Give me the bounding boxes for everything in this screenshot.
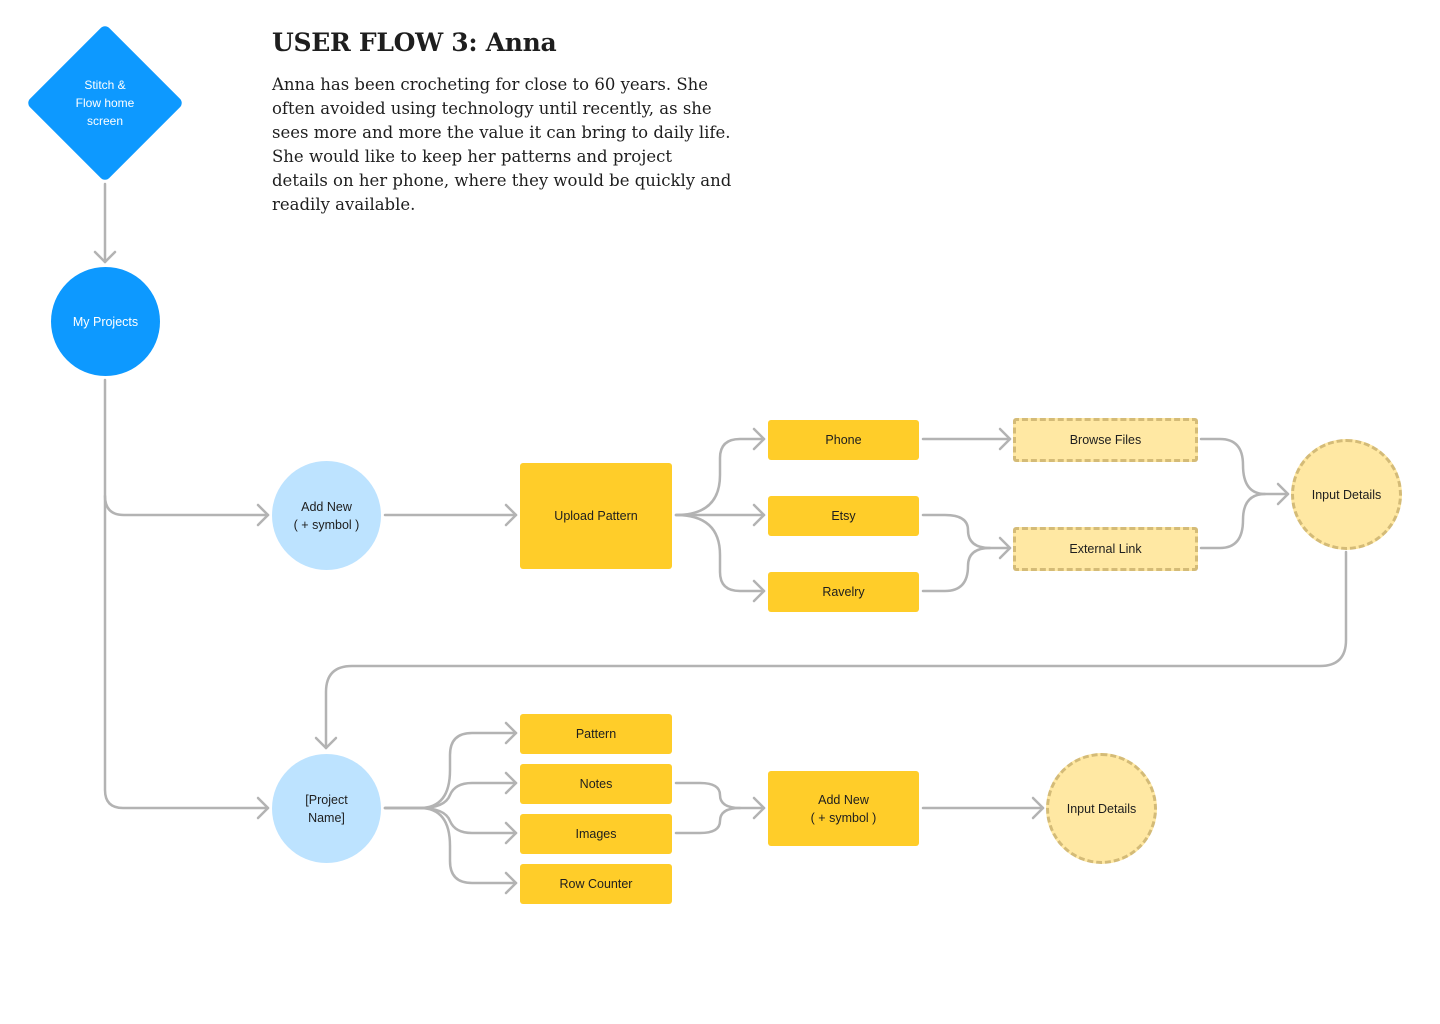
connector-browse-to-input (1199, 437, 1290, 496)
page-title: USER FLOW 3: Anna (272, 28, 557, 57)
page-description: Anna has been crocheting for close to 60… (272, 75, 732, 214)
arrowhead (752, 503, 766, 527)
connector-ravelry-to-external (921, 546, 992, 593)
connector-input-to-project (324, 550, 1348, 750)
arrowhead (504, 503, 518, 527)
arrowhead (93, 250, 117, 264)
node-notes[interactable]: Notes (520, 764, 672, 804)
connector-project-to-row-counter (383, 806, 518, 885)
node-project-name[interactable]: [Project Name] (272, 754, 381, 863)
node-etsy[interactable]: Etsy (768, 496, 919, 536)
arrowhead (998, 536, 1012, 560)
node-row-counter[interactable]: Row Counter (520, 864, 672, 904)
arrowhead (256, 503, 270, 527)
arrowhead (998, 427, 1012, 451)
node-phone[interactable]: Phone (768, 420, 919, 460)
node-label: Stitch & Flow home screen (75, 78, 135, 128)
arrowhead (752, 796, 766, 820)
connector-etsy-to-external (921, 513, 1012, 550)
node-upload-pattern[interactable]: Upload Pattern (520, 463, 672, 569)
arrowhead (504, 821, 518, 845)
arrowhead (752, 579, 766, 603)
arrowhead (504, 871, 518, 895)
node-my-projects[interactable]: My Projects (51, 267, 160, 376)
connector-images-to-add-new (674, 806, 742, 835)
connector-my-projects-trunk (103, 378, 270, 810)
arrowhead (256, 796, 270, 820)
arrowhead (504, 721, 518, 745)
arrowhead (1031, 796, 1045, 820)
arrowhead (314, 736, 338, 750)
connector-my-projects-to-add-new (103, 494, 270, 517)
arrowhead (1276, 482, 1290, 506)
connector-upload-to-phone (674, 437, 766, 517)
node-home-screen[interactable]: Stitch & Flow home screen (25, 23, 185, 183)
connector-notes-to-add-new (674, 781, 766, 810)
node-add-new-2[interactable]: Add New ( + symbol ) (768, 771, 919, 846)
connector-external-to-input (1199, 492, 1267, 550)
arrowhead (504, 771, 518, 795)
node-ravelry[interactable]: Ravelry (768, 572, 919, 612)
node-input-details-top[interactable]: Input Details (1291, 439, 1402, 550)
node-external-link[interactable]: External Link (1013, 527, 1198, 571)
node-add-new[interactable]: Add New ( + symbol ) (272, 461, 381, 570)
node-input-details-bottom[interactable]: Input Details (1046, 753, 1157, 864)
connector-upload-to-ravelry (674, 513, 766, 593)
connector-project-to-images (383, 806, 518, 835)
arrowhead (752, 427, 766, 451)
node-pattern[interactable]: Pattern (520, 714, 672, 754)
connector-project-to-notes (383, 781, 518, 810)
node-browse-files[interactable]: Browse Files (1013, 418, 1198, 462)
node-images[interactable]: Images (520, 814, 672, 854)
